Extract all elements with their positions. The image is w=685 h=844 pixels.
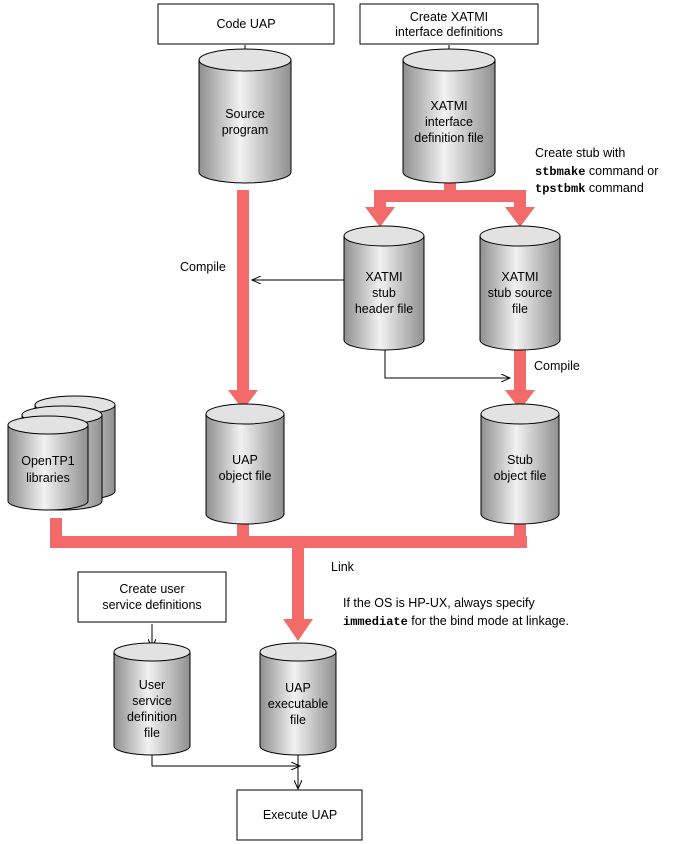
box-execute-uap-label: Execute UAP <box>263 808 337 822</box>
cylinder-label-line: stub source <box>488 286 553 300</box>
cylinder-label-line: UAP <box>285 681 311 695</box>
link-arrowhead <box>283 619 313 641</box>
cylinder-label-line: header file <box>355 302 413 316</box>
stub-compile-bar <box>514 349 526 391</box>
cylinder-label-line: object file <box>494 469 547 483</box>
compile-label-left: Compile <box>180 260 226 274</box>
cylinder-label-line: OpenTP1 <box>21 454 75 468</box>
cylinder-label-line: XATMI <box>430 99 467 113</box>
cylinder-stub-object-file: Stub object file <box>480 403 560 525</box>
hpux-note-line2: immediate for the bind mode at linkage. <box>343 614 569 629</box>
cylinder-label-line: file <box>290 713 306 727</box>
cylinder-uap-executable-file: UAP executable file <box>259 642 337 756</box>
cylinder-label-line: XATMI <box>365 270 402 284</box>
stub-header-arrowhead <box>365 207 395 227</box>
link-bar-vertical <box>292 540 304 620</box>
svg-text:Create XATMI: Create XATMI <box>410 10 488 24</box>
box-execute-uap: Execute UAP <box>236 789 363 841</box>
flow-arrows <box>50 180 535 641</box>
cylinder-label-line: libraries <box>26 471 70 485</box>
cylinder-label-line: interface <box>425 115 473 129</box>
compile-label-right: Compile <box>534 359 580 373</box>
cylinder-label-line: stub <box>372 286 396 300</box>
box-create-user-service: Create user service definitions <box>77 571 227 623</box>
cylinder-user-service-def-file: User service definition file <box>113 642 191 756</box>
cylinder-xatmi-stub-header: XATMI stub header file <box>343 225 425 351</box>
link-label: Link <box>331 560 355 574</box>
cylinder-uap-object-file: UAP object file <box>205 403 285 525</box>
cylinder-label-line: Source <box>225 107 265 121</box>
cylinder-xatmi-interface-def-file: XATMI interface definition file <box>402 48 496 184</box>
cylinder-label-line: XATMI <box>501 270 538 284</box>
cylinder-label-line: service <box>132 694 172 708</box>
cylinder-label-line: executable <box>268 697 329 711</box>
stub-flow-crossbar <box>374 190 526 202</box>
box-code-uap: Code UAP <box>157 3 335 45</box>
create-stub-label-line3: tpstbmk command <box>535 181 644 196</box>
svg-text:Create user: Create user <box>119 582 184 596</box>
box-code-uap-label: Code UAP <box>216 17 275 31</box>
header-to-stub-compile-arrow <box>384 346 510 378</box>
svg-text:interface definitions: interface definitions <box>395 25 503 39</box>
stub-source-arrowhead <box>505 207 535 227</box>
cylinder-label-line: Stub <box>507 453 533 467</box>
box-create-xatmi: Create XATMI interface definitions <box>359 3 539 45</box>
link-bar-horizontal <box>50 536 527 548</box>
cylinder-label-line: UAP <box>232 453 258 467</box>
cylinder-label-line: program <box>222 123 269 137</box>
create-stub-label-line2: stbmake command or <box>535 164 658 179</box>
stub-compile-arrowhead <box>505 390 535 410</box>
cylinder-xatmi-stub-source: XATMI stub source file <box>479 225 561 351</box>
cylinder-opentp1-libraries: OpenTP1 libraries <box>7 395 116 511</box>
compile-flow-bar <box>237 190 249 390</box>
cylinder-label-line: definition <box>127 710 177 724</box>
svg-text:service definitions: service definitions <box>102 598 201 612</box>
cylinder-label-line: file <box>144 726 160 740</box>
compile-flow-arrowhead <box>228 390 258 410</box>
annotations: Create stub with stbmake command or tpst… <box>180 146 658 629</box>
cylinder-label-line: User <box>139 678 165 692</box>
cylinder-label-line: file <box>512 302 528 316</box>
cylinder-source-program: Source program <box>198 48 292 184</box>
hpux-note-line1: If the OS is HP-UX, always specify <box>343 596 535 610</box>
cylinder-label-line: definition file <box>414 131 484 145</box>
cylinder-label-line: object file <box>219 469 272 483</box>
create-stub-label-line1: Create stub with <box>535 146 625 160</box>
